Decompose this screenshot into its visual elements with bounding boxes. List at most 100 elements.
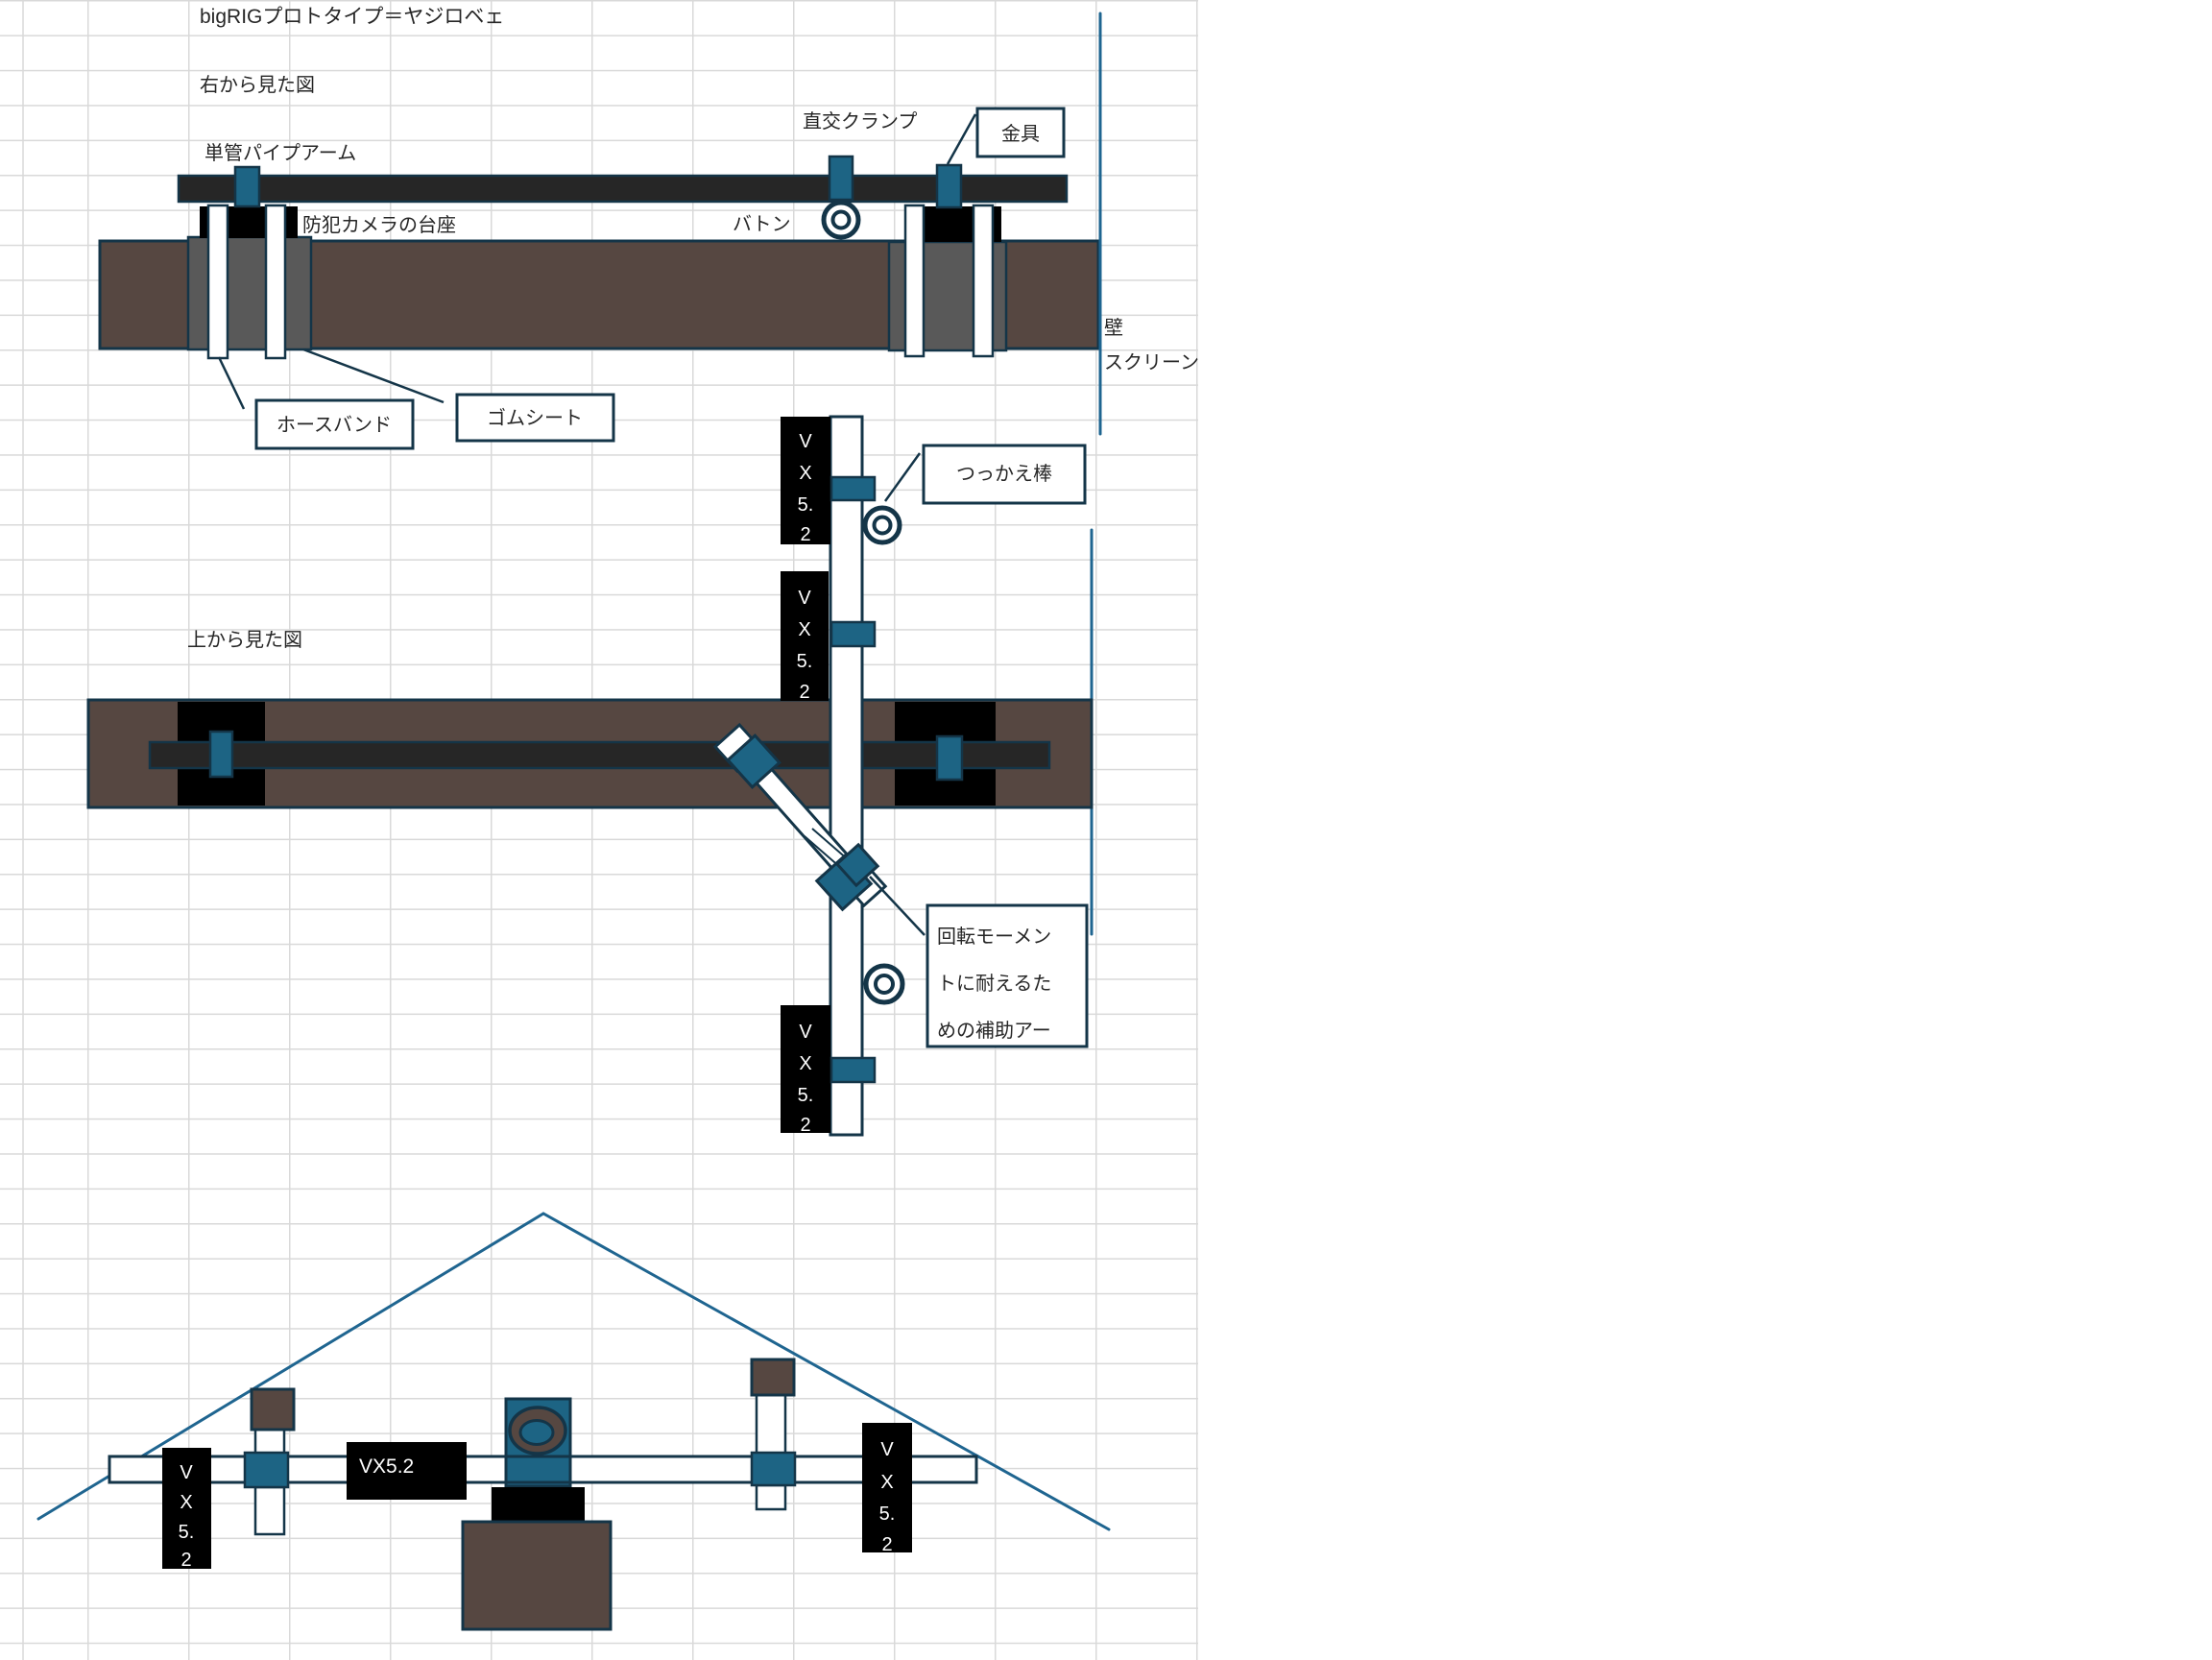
clamp-left [233,165,261,208]
svg-text:5.: 5. [798,494,814,516]
screen-triangle-lines [36,1212,1111,1531]
vx52-block-front-right: V X 5. 2 [862,1423,912,1555]
page-title: bigRIGプロトタイプ＝ヤジロベェ [200,6,504,28]
auxiliary-arm [712,722,888,912]
vx52-center-label: VX5.2 [359,1456,414,1478]
svg-text:2: 2 [800,1115,810,1136]
right-stub [755,1483,787,1511]
vx52-box [162,1448,211,1569]
vx52-box [347,1442,467,1500]
vx52-block-front-left: V X 5. 2 [162,1448,211,1571]
pipe-arm-top [148,740,1051,770]
svg-text:V: V [799,431,812,452]
svg-text:V: V [180,1462,193,1483]
svg-text:トに耐えるた: トに耐えるた [937,973,1051,995]
clamp-fitting [935,163,963,209]
camera-mount-black [492,1487,585,1522]
right-view-caption: 右から見た図 [200,74,315,96]
label-fitting: 金具 [1001,123,1040,145]
center-camera [461,1397,613,1631]
front-view: V X 5. 2 VX5.2 V X 5. 2 [36,1212,1111,1631]
svg-text:2: 2 [799,682,809,703]
swivel-clamp-bottom-small [834,842,880,888]
svg-text:5.: 5. [879,1504,896,1525]
ring-marker-upper [862,505,902,545]
fitting-callout: 金具 [975,107,1066,158]
rubber-sheet-callout: ゴムシート [455,393,615,443]
vx52-box [781,571,829,701]
camera-mount-brown [461,1520,613,1631]
svg-text:X: X [799,463,811,484]
vx52-block-2: V X 5. 2 [781,571,829,703]
hose-band-strap [264,204,287,360]
svg-text:5.: 5. [179,1522,195,1543]
vx52-box [862,1423,912,1552]
rubber-sheet-callout-box [455,393,615,443]
label-orthogonal-clamp: 直交クランプ [803,110,917,132]
right-stem [755,1393,787,1456]
prop-stick-leader-line [883,452,922,502]
baton-pole [829,415,864,1137]
baton-clamp-3 [830,1056,877,1084]
svg-text:V: V [799,1022,812,1043]
fitting-callout-box [975,107,1066,158]
label-hose-band: ホースバンド [276,415,392,436]
hose-band-callout-box [254,398,415,450]
label-camera-base: 防犯カメラの台座 [302,214,456,236]
lens-center [518,1419,555,1446]
hose-band-strap [206,204,229,360]
vx52-block-front-center: VX5.2 [347,1442,467,1500]
moment-note-callout: 回転モーメン トに耐えるた めの補助アー [926,903,1089,1048]
front-clamp-left [243,1451,290,1489]
rubber-sheet-leader-line [302,348,445,404]
vx52-block-1: V X 5. 2 [781,417,830,545]
front-clamp-right [750,1451,797,1487]
fitting-leader-line [946,113,977,165]
svg-text:回転モーメン: 回転モーメン [937,926,1051,948]
moment-note-box [926,903,1089,1048]
label-wall: 壁 [1104,317,1123,339]
svg-text:X: X [180,1492,192,1513]
left-stub [253,1485,286,1536]
hose-band-strap [972,204,995,358]
ring-marker-lower [863,963,905,1005]
baton-clamp-1 [830,475,877,502]
hose-band-callout: ホースバンド [254,398,415,450]
label-pipe-arm: 単管パイプアーム [204,142,356,164]
top-view-caption: 上から見た図 [187,629,302,651]
baton-clamp-2 [830,620,877,648]
swivel-clamp-top [726,734,781,789]
right-counterweight [750,1358,796,1397]
label-rubber-sheet: ゴムシート [487,407,583,429]
rubber-sheet-left [186,235,313,351]
baton-ring-marker [821,200,861,240]
label-prop-stick: つっかえ棒 [956,463,1052,485]
vx52-box [781,1005,830,1133]
left-counterweight [250,1387,296,1431]
svg-text:5.: 5. [797,651,813,672]
clamp-orthogonal [828,155,854,202]
hose-band-strap [903,204,926,358]
svg-text:X: X [798,619,810,640]
prop-stick-callout-box [922,444,1087,505]
svg-text:2: 2 [800,524,810,545]
svg-text:X: X [880,1472,893,1493]
svg-text:2: 2 [881,1534,892,1555]
label-screen: スクリーン [1104,351,1199,373]
svg-text:5.: 5. [798,1085,814,1106]
vx52-box [781,417,830,544]
svg-text:2: 2 [180,1550,191,1571]
label-baton: バトン [733,214,791,235]
svg-text:めの補助アー: めの補助アー [937,1020,1051,1042]
prop-stick-callout: つっかえ棒 [922,444,1087,505]
pipe-arm-bar [177,174,1069,204]
vx52-block-3: V X 5. 2 [781,1005,830,1136]
svg-text:V: V [798,588,811,609]
top-down-view: 上から見た図 V X 5. 2 [86,415,1094,1137]
clamp-top-right [935,734,964,782]
svg-text:V: V [880,1439,894,1460]
left-stem [253,1428,286,1456]
moment-note-leader-line [869,876,926,936]
